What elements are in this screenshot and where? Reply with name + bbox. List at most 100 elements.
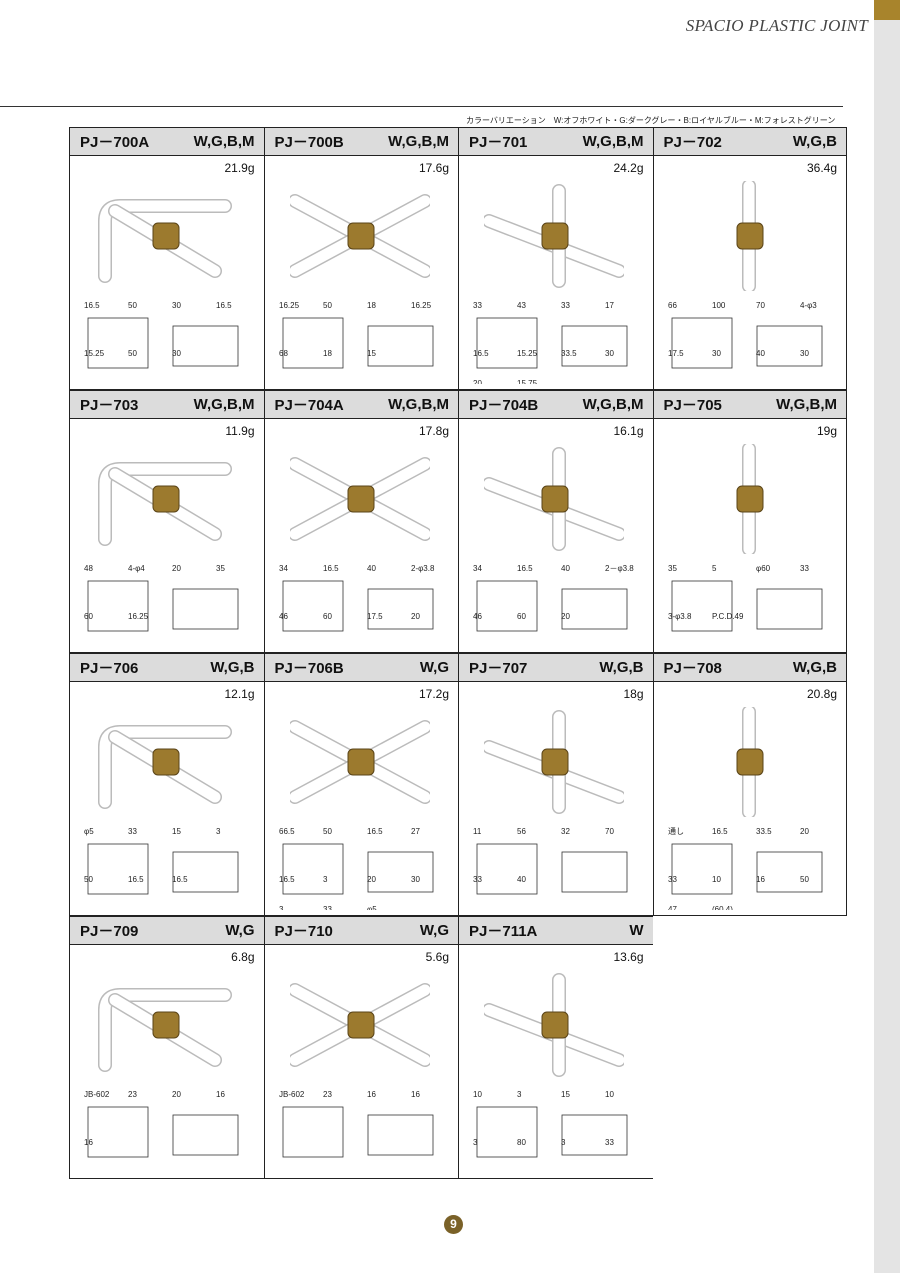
drawing-outline xyxy=(367,851,433,893)
product-colors: W,G,B xyxy=(792,133,837,150)
joint-part xyxy=(736,748,763,776)
product-colors: W,G,B xyxy=(210,659,255,676)
dimension-label: 23 xyxy=(323,1090,332,1099)
drawing-outline xyxy=(756,325,822,367)
drawing-outline xyxy=(87,317,149,369)
dimension-label: 16.5 xyxy=(172,875,188,884)
product-colors: W,G,B,M xyxy=(582,133,644,150)
product-header: PJ－704A W,G,B,M xyxy=(264,390,458,419)
product-code: PJ－701 xyxy=(469,134,528,151)
product-header: PJ－710 W,G xyxy=(264,916,458,945)
dimension-label: 60 xyxy=(323,612,332,621)
product-header: PJ－708 W,G,B xyxy=(653,653,846,682)
dimension-label: 30 xyxy=(411,875,420,884)
dimension-label: 3 xyxy=(279,905,284,910)
page-number: 9 xyxy=(444,1215,463,1234)
dimension-label: 10 xyxy=(712,875,721,884)
joint-part xyxy=(152,1011,180,1039)
dimension-label: φ5 xyxy=(367,905,377,910)
drawing-outline xyxy=(671,580,732,632)
product-code: PJ－703 xyxy=(80,397,139,414)
joint-part xyxy=(541,1011,569,1039)
joint-illustration xyxy=(736,444,763,554)
dimension-label: 33 xyxy=(323,905,332,910)
dimension-label: 33 xyxy=(128,827,137,836)
dimension-label: 33 xyxy=(668,875,677,884)
product-code: PJ－704B xyxy=(469,397,539,414)
joint-part xyxy=(736,485,763,513)
dimension-label: 66.5 xyxy=(279,827,295,836)
dimension-label: 3-φ3.8 xyxy=(668,612,692,621)
color-variation-note: カラーバリエーション W:オフホワイト・G:ダークグレー・B:ロイヤルブルー・M… xyxy=(466,116,836,125)
dimension-label: 60 xyxy=(517,612,526,621)
product-colors: W,G xyxy=(419,922,449,939)
joint-part xyxy=(152,485,180,513)
dimension-label: 56 xyxy=(517,827,526,836)
dimension-label: 16.25 xyxy=(411,301,432,310)
dimension-label: φ5 xyxy=(84,827,94,836)
dimension-label: 35 xyxy=(216,564,225,573)
dimension-label: 20 xyxy=(800,827,809,836)
drawing-outline xyxy=(476,580,538,632)
joint-illustration xyxy=(484,710,624,814)
joint-illustration xyxy=(736,181,763,291)
dimension-label: 50 xyxy=(84,875,93,884)
product-code: PJ－707 xyxy=(469,660,528,677)
dimension-label: 15.25 xyxy=(517,349,538,358)
dimension-label: 5 xyxy=(712,564,717,573)
dimension-label: 17.5 xyxy=(668,349,684,358)
dimension-label: 33 xyxy=(561,301,570,310)
brand-title: SPACIO PLASTIC JOINT xyxy=(685,16,868,35)
dimension-label: 15 xyxy=(561,1090,570,1099)
drawing-outline xyxy=(282,1106,343,1158)
dimension-label: 34 xyxy=(279,564,288,573)
dimension-label: 30 xyxy=(605,349,614,358)
dimension-label: 16.5 xyxy=(216,301,232,310)
product-code: PJ－709 xyxy=(80,923,139,940)
dimension-label: 34 xyxy=(473,564,482,573)
dimension-label: 30 xyxy=(172,349,181,358)
dimension-label: 33.5 xyxy=(756,827,772,836)
drawing-outline xyxy=(561,851,628,893)
dimension-label: 50 xyxy=(800,875,809,884)
product-header: PJ－703 W,G,B,M xyxy=(70,390,264,419)
product-weight: 24.2g xyxy=(613,161,644,175)
drawing-outline xyxy=(87,580,149,632)
joint-illustration xyxy=(98,725,232,809)
joint-part xyxy=(541,222,569,250)
dimension-label: 50 xyxy=(128,349,137,358)
drawing-outline xyxy=(476,317,538,369)
dimension-label: 20 xyxy=(561,612,570,621)
product-weight: 5.6g xyxy=(425,950,449,964)
dimension-label: 30 xyxy=(172,301,181,310)
joint-illustration xyxy=(289,194,430,278)
joint-illustration xyxy=(289,720,430,804)
dimension-label: 16.25 xyxy=(279,301,300,310)
dimension-label: 20 xyxy=(473,379,482,384)
dimension-label: 15.25 xyxy=(84,349,105,358)
dimension-label: 16 xyxy=(367,1090,376,1099)
product-colors: W,G,B xyxy=(599,659,644,676)
product-header: PJ－701 W,G,B,M xyxy=(459,127,653,156)
dimension-label: 16 xyxy=(84,1138,93,1147)
dimension-label: 50 xyxy=(323,301,332,310)
dimension-label: P.C.D.49 xyxy=(712,612,744,621)
drawing-outline xyxy=(367,588,433,630)
dimension-label: 16.5 xyxy=(712,827,728,836)
